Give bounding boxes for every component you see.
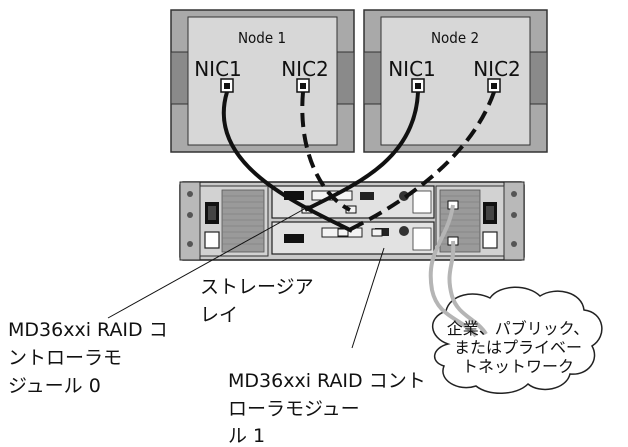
node-1-nic2-port bbox=[296, 78, 310, 93]
controller-0-label-line-1: MD36xxi RAID コ bbox=[8, 319, 168, 341]
node-2-nic2-label: NIC2 bbox=[473, 57, 521, 81]
node-2-nic1-label: NIC1 bbox=[388, 57, 436, 81]
cable-node1-nic1 bbox=[221, 91, 353, 233]
cable-node1-nic2 bbox=[300, 91, 351, 212]
node-2-nic2-port bbox=[487, 78, 501, 93]
raid-controller-module-0 bbox=[271, 185, 459, 219]
controller-1-label-line-3: ル 1 bbox=[228, 425, 265, 447]
raid-controller-module-1 bbox=[271, 221, 459, 255]
node-1-nic2-label: NIC2 bbox=[281, 57, 329, 81]
network-cloud-line-3: トネットワーク bbox=[462, 357, 574, 376]
node-2-nic1-port bbox=[411, 78, 425, 93]
node-2-title: Node 2 bbox=[431, 29, 479, 47]
controller-1-label-line-1: MD36xxi RAID コント bbox=[228, 370, 426, 392]
node-1-nic1-port bbox=[220, 78, 234, 93]
node-1: Node 1 NIC1 NIC2 bbox=[170, 9, 355, 153]
network-cable-0 bbox=[428, 204, 478, 338]
cable-node2-nic2 bbox=[344, 91, 496, 234]
controller-0-leader-line bbox=[107, 207, 307, 319]
node-2: Node 2 NIC1 NIC2 bbox=[363, 9, 548, 153]
network-cable-1 bbox=[447, 240, 488, 336]
network-cloud bbox=[432, 286, 603, 394]
controller-0-label-line-2: ントローラモ bbox=[8, 347, 122, 369]
cable-node2-nic1 bbox=[304, 91, 420, 212]
controller-1-label-line-2: ローラモジュー bbox=[228, 398, 360, 420]
storage-array bbox=[179, 181, 525, 261]
node-1-nic1-label: NIC1 bbox=[194, 57, 242, 81]
network-cloud-line-1: 企業、パブリック、 bbox=[447, 319, 590, 338]
storage-array-label-line-2: レイ bbox=[200, 304, 238, 326]
controller-1-leader-line bbox=[351, 247, 385, 349]
controller-0-label-line-3: ジュール 0 bbox=[8, 375, 101, 397]
network-cloud-line-2: またはプライベー bbox=[454, 338, 582, 357]
storage-array-label-line-1: ストレージア bbox=[200, 276, 314, 298]
node-1-title: Node 1 bbox=[238, 29, 286, 47]
